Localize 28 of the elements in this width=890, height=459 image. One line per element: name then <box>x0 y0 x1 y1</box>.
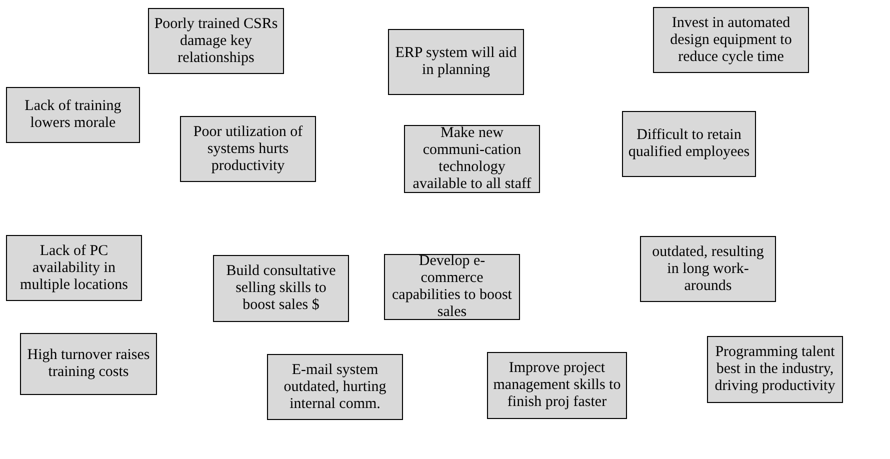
note-box <box>640 236 776 302</box>
note-text: ERP system will aid in planning <box>394 45 518 79</box>
note-text: Poor utilization of systems hurts productivity <box>192 124 304 174</box>
note-text: Programming talent best in the industry, driving productivity <box>714 344 836 395</box>
note-text: Develop e-commerce capabilities to boost sales <box>391 253 513 321</box>
note-box <box>707 336 843 403</box>
note-box <box>653 7 809 73</box>
note-text: outdated, resulting in long work-arounds <box>651 244 765 294</box>
note-box <box>180 116 316 182</box>
note-box <box>20 333 157 395</box>
note-box <box>267 354 403 420</box>
note-box <box>487 352 627 419</box>
note-text: Improve project management skills to finish proj faster <box>493 360 621 411</box>
note-text: Build consultative selling skills to boost sales $ <box>225 263 337 314</box>
note-text: Make new communi-cation technology available to all staff <box>412 125 532 193</box>
note-box <box>148 8 284 74</box>
note-box <box>6 87 140 143</box>
note-text: Lack of training lowers morale <box>24 98 122 132</box>
note-text: Difficult to retain qualified employees <box>628 127 750 161</box>
note-text: High turnover raises training costs <box>26 347 151 381</box>
note-box <box>213 255 349 322</box>
note-text: Poorly trained CSRs damage key relationships <box>154 16 278 66</box>
note-box <box>388 29 524 95</box>
note-text: Invest in automated design equipment to reduce cycle time <box>669 14 793 66</box>
note-text: E-mail system outdated, hurting internal comm. <box>282 362 388 412</box>
note-box <box>622 111 756 177</box>
note-text: Lack of PC availability in multiple locations <box>19 242 129 294</box>
note-box <box>6 235 142 301</box>
